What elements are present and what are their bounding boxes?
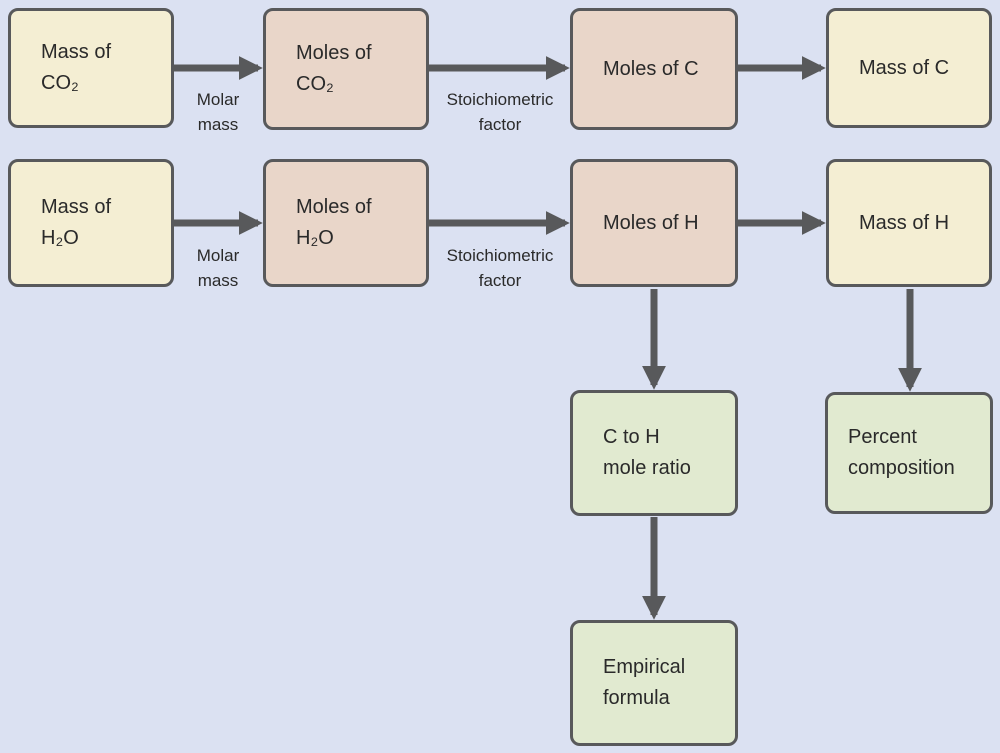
- box-percent-composition-label: Percent composition: [848, 426, 955, 479]
- box-mass-co2: Mass of CO₂: [8, 8, 174, 128]
- box-mass-c: Mass of C: [826, 8, 992, 128]
- box-c-to-h-ratio: C to H mole ratio: [570, 390, 738, 516]
- box-moles-c-label: Moles of C: [603, 57, 699, 80]
- box-percent-composition: Percent composition: [825, 392, 993, 514]
- arrow-label-molar-mass-row2: Molar mass: [196, 246, 240, 290]
- box-c-to-h-ratio-label: C to H mole ratio: [603, 426, 691, 479]
- box-moles-h-label: Moles of H: [603, 211, 699, 234]
- arrow-label-molar-mass-row1: Molar mass: [196, 90, 240, 134]
- box-moles-co2-label: Moles of CO₂: [296, 42, 372, 95]
- box-mass-h2o-label: Mass of H₂O: [41, 196, 112, 249]
- box-mass-co2-label: Mass of CO₂: [41, 41, 112, 94]
- arrow-label-stoichiometric-factor-row2: Stoichiometric factor: [446, 246, 554, 290]
- box-moles-h2o: Moles of H₂O: [263, 159, 429, 287]
- box-mass-h: Mass of H: [826, 159, 992, 287]
- box-moles-h: Moles of H: [570, 159, 738, 287]
- box-moles-h2o-label: Moles of H₂O: [296, 196, 372, 249]
- box-empirical-formula: Empirical formula: [570, 620, 738, 746]
- box-empirical-formula-label: Empirical formula: [603, 656, 686, 709]
- box-moles-co2: Moles of CO₂: [263, 8, 429, 130]
- arrow-label-stoichiometric-factor-row1: Stoichiometric factor: [446, 90, 554, 134]
- box-mass-c-label: Mass of C: [859, 56, 950, 79]
- box-mass-h2o: Mass of H₂O: [8, 159, 174, 287]
- box-moles-c: Moles of C: [570, 8, 738, 130]
- box-mass-h-label: Mass of H: [859, 211, 950, 234]
